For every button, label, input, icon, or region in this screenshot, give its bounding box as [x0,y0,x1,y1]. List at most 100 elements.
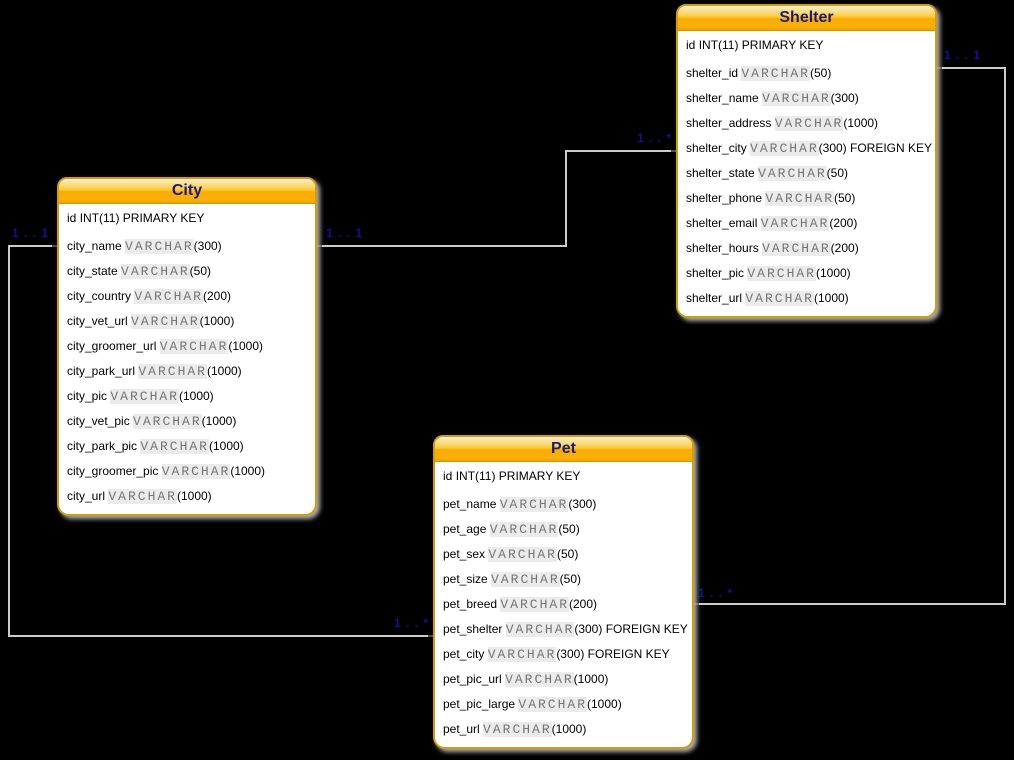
field-row[interactable]: pet_pic_url VARCHAR(1000) [435,667,692,692]
field-name: shelter_id [686,66,739,80]
field-row[interactable]: shelter_id VARCHAR(50) [678,61,935,86]
table-pet[interactable]: Pet id INT(11) PRIMARY KEY pet_name VARCH… [433,435,694,749]
field-type: VARCHAR [121,264,190,279]
field-type: VARCHAR [758,166,827,181]
field-name: shelter_name [686,91,759,105]
field-size: (50) [556,547,579,561]
field-row[interactable]: pet_city VARCHAR(300) FOREIGN KEY [435,642,692,667]
field-type: VARCHAR [159,339,229,354]
field-size: (1000) [199,314,235,328]
field-row[interactable]: city_groomer_pic VARCHAR(1000) [59,459,315,484]
cardinality-label: 1 . . 1 [944,48,982,62]
field-type: VARCHAR [741,66,810,81]
field-name: pet_pic_url [443,672,502,686]
field-name: shelter_address [686,116,772,130]
field-row[interactable]: pet_url VARCHAR(1000) [435,717,692,742]
field-row[interactable]: city_vet_pic VARCHAR(1000) [59,409,315,434]
field-name: city_groomer_url [67,339,157,353]
table-shelter[interactable]: Shelter id INT(11) PRIMARY KEY shelter_id… [676,4,937,318]
field-row[interactable]: pet_shelter VARCHAR(300) FOREIGN KEY [435,617,692,642]
field-row[interactable]: pet_sex VARCHAR(50) [435,542,692,567]
relation-city-shelter-segment [565,150,676,152]
relation-city-shelter-segment [317,245,567,247]
field-row[interactable]: city_pic VARCHAR(1000) [59,384,315,409]
field-type: VARCHAR [518,697,588,712]
field-row[interactable]: pet_age VARCHAR(50) [435,517,692,542]
field-type: VARCHAR [762,241,831,256]
field-row[interactable]: shelter_pic VARCHAR(1000) [678,261,935,286]
field-size: (1000) [813,291,849,305]
field-size: (50) [189,264,211,278]
cardinality-label: 1 . . * [394,616,430,630]
cardinality-label: 1 . . * [698,586,734,600]
field-size: (300) [830,91,859,105]
relation-anchor [428,635,433,637]
field-size: (1000) [587,697,622,711]
field-name: pet_breed [443,597,498,611]
table-title[interactable]: Pet [435,437,692,462]
field-row[interactable]: id INT(11) PRIMARY KEY [435,464,692,488]
field-type: VARCHAR [750,141,819,156]
field-name: city_country [67,289,132,303]
field-row[interactable]: id INT(11) PRIMARY KEY [59,206,315,230]
field-size: (1000) [208,439,244,453]
field-row[interactable]: id INT(11) PRIMARY KEY [678,33,935,57]
field-size: (50) [558,522,580,536]
field-row[interactable]: city_park_pic VARCHAR(1000) [59,434,315,459]
field-row[interactable]: shelter_hours VARCHAR(200) [678,236,935,261]
field-size: (1000) [843,116,879,130]
field-name: city_url [67,489,106,503]
field-name: shelter_pic [686,266,745,280]
field-type: VARCHAR [505,672,574,687]
field-type: VARCHAR [108,489,177,504]
field-type: VARCHAR [125,239,194,254]
field-size: (1000) [201,414,237,428]
field-type: VARCHAR [499,497,569,512]
field-row[interactable]: city_state VARCHAR(50) [59,259,315,284]
field-size: (300) [568,497,597,511]
field-row[interactable]: city_park_url VARCHAR(1000) [59,359,315,384]
cardinality-label: 1 . . * [637,131,673,145]
field-key: FOREIGN KEY [587,647,670,661]
field-row[interactable]: shelter_address VARCHAR(1000) [678,111,935,136]
table-title[interactable]: City [59,179,315,204]
field-row[interactable]: city_name VARCHAR(300) [59,234,315,259]
field-size: (1000) [178,389,214,403]
field-row[interactable]: shelter_city VARCHAR(300) FOREIGN KEY [678,136,935,161]
field-name: city_vet_url [67,314,128,328]
field-name: pet_sex [443,547,486,561]
field-size: (1000) [230,464,266,478]
table-fields: id INT(11) PRIMARY KEY city_name VARCHAR(… [59,204,315,514]
relation-city-pet-segment [8,245,57,247]
table-city[interactable]: City id INT(11) PRIMARY KEY city_name VAR… [57,177,317,516]
field-type: VARCHAR [138,364,207,379]
field-row[interactable]: shelter_phone VARCHAR(50) [678,186,935,211]
field-row[interactable]: pet_breed VARCHAR(200) [435,592,692,617]
field-row[interactable]: pet_size VARCHAR(50) [435,567,692,592]
field-type: VARCHAR [131,314,200,329]
field-type: VARCHAR [774,116,844,131]
field-row[interactable]: city_groomer_url VARCHAR(1000) [59,334,315,359]
field-row[interactable]: pet_name VARCHAR(300) [435,492,692,517]
table-fields: id INT(11) PRIMARY KEY shelter_id VARCHAR… [678,31,935,316]
field-name: shelter_hours [686,241,759,255]
field-type: VARCHAR [489,522,559,537]
field-definition: INT(11) PRIMARY KEY [79,211,205,225]
field-row[interactable]: shelter_email VARCHAR(200) [678,211,935,236]
field-row[interactable]: pet_pic_large VARCHAR(1000) [435,692,692,717]
field-name: id [67,211,77,225]
field-type: VARCHAR [505,622,575,637]
field-row[interactable]: city_vet_url VARCHAR(1000) [59,309,315,334]
field-row[interactable]: shelter_state VARCHAR(50) [678,161,935,186]
field-row[interactable]: city_url VARCHAR(1000) [59,484,315,509]
relation-anchor [52,245,57,247]
table-title[interactable]: Shelter [678,6,935,31]
field-row[interactable]: shelter_name VARCHAR(300) [678,86,935,111]
field-type: VARCHAR [483,722,552,737]
field-name: pet_size [443,572,488,586]
field-row[interactable]: shelter_url VARCHAR(1000) [678,286,935,311]
field-row[interactable]: city_country VARCHAR(200) [59,284,315,309]
field-size: (1000) [815,266,851,280]
field-type: VARCHAR [762,91,831,106]
